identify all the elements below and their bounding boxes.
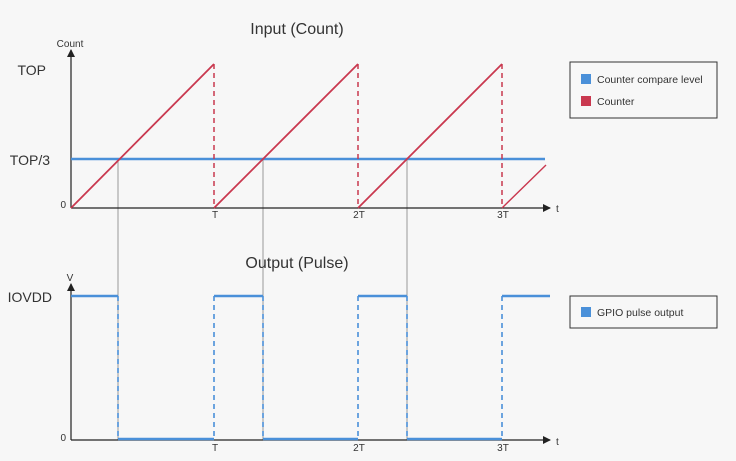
legend-swatch-counter [581, 96, 591, 106]
x-tick-t-bottom: T [212, 443, 218, 454]
x-tick-t: T [212, 210, 218, 221]
legend-swatch-gpio [581, 307, 591, 317]
legend-swatch-compare [581, 74, 591, 84]
counter-ramp [357, 63, 503, 209]
counter-waveform [70, 63, 547, 209]
legend-box [569, 295, 718, 329]
legend-label-counter: Counter [597, 96, 635, 108]
y-tick-iovdd: IOVDD [8, 289, 52, 305]
x-tick-3t-bottom: 3T [497, 443, 509, 454]
gpio-pulse-waveform [71, 294, 550, 441]
y-tick-top-third: TOP/3 [10, 152, 50, 168]
x-tick-2t-bottom: 2T [353, 443, 365, 454]
top-panel-title: Input (Count) [250, 21, 343, 38]
counter-ramp [70, 63, 215, 209]
y-tick-top: TOP [17, 62, 46, 78]
top-y-axis-label: Count [57, 39, 84, 50]
bottom-legend: GPIO pulse output [569, 295, 718, 329]
x-tick-2t: 2T [353, 210, 365, 221]
bottom-y-axis-label: V [67, 273, 74, 284]
legend-label-gpio: GPIO pulse output [597, 307, 683, 319]
top-legend: Counter compare level Counter [569, 61, 718, 119]
legend-label-compare: Counter compare level [597, 74, 703, 86]
y-tick-zero-bottom: 0 [60, 433, 66, 444]
counter-ramp [213, 63, 359, 209]
x-tick-3t: 3T [497, 210, 509, 221]
bottom-x-axis-label: t [556, 437, 559, 448]
top-x-axis-label: t [556, 204, 559, 215]
bottom-panel-title: Output (Pulse) [245, 255, 348, 272]
counter-ramp [501, 164, 547, 209]
y-tick-zero: 0 [60, 200, 66, 211]
legend-box [569, 61, 718, 119]
